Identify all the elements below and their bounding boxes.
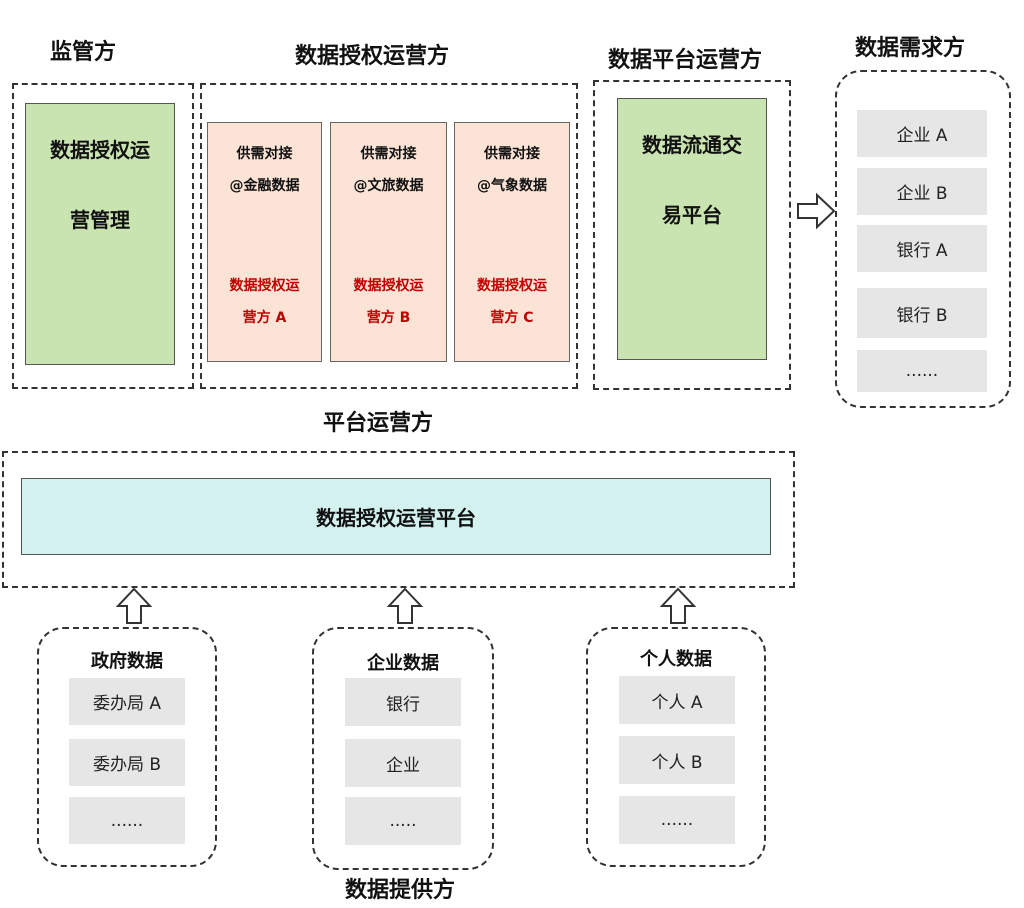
up-arrow-icon [115, 587, 153, 624]
exchange-platform-box: 数据流通交 易平台 [617, 98, 767, 360]
heading-platform-operator: 数据平台运营方 [608, 48, 763, 73]
provider-group-enterprise [312, 627, 494, 870]
provider-item: ...... [69, 797, 185, 844]
heading-demand-side: 数据需求方 [855, 36, 966, 61]
operator-a-red1: 数据授权运 [229, 278, 300, 294]
operator-b-red1: 数据授权运 [353, 278, 424, 294]
heading-authorization-operator: 数据授权运营方 [295, 44, 450, 69]
up-arrow-icon [386, 587, 424, 624]
authorization-platform-bar: 数据授权运营平台 [21, 478, 771, 555]
operator-c-red2: 营方 C [490, 310, 534, 326]
demand-item: ...... [857, 350, 987, 392]
provider-item: 委办局 A [69, 678, 185, 725]
provider-item: 银行 [345, 678, 461, 726]
heading-provider-side: 数据提供方 [345, 878, 456, 903]
provider-item: ...... [619, 796, 735, 844]
provider-item: ..... [345, 797, 461, 845]
operator-a-line2: @金融数据 [229, 178, 300, 194]
demand-item: 企业 B [857, 168, 987, 215]
provider-group-personal [586, 627, 766, 867]
platform-side-group [2, 451, 795, 588]
operator-card-a: 供需对接 @金融数据 数据授权运 营方 A [207, 122, 322, 362]
operator-c-red1: 数据授权运 [477, 278, 547, 294]
heading-regulator: 监管方 [50, 40, 117, 65]
operator-b-line1: 供需对接 [360, 146, 417, 162]
demand-item: 企业 A [857, 110, 987, 157]
demand-item: 银行 A [857, 225, 987, 272]
authorization-operator-group [200, 83, 578, 389]
platform-operator-group [593, 80, 791, 390]
operator-b-line2: @文旅数据 [353, 178, 424, 194]
exchange-box-line2: 易平台 [662, 203, 722, 227]
provider-title: 政府数据 [91, 651, 163, 672]
operator-a-line1: 供需对接 [236, 146, 293, 162]
provider-group-government [37, 627, 217, 867]
provider-item: 个人 A [619, 676, 735, 724]
up-arrow-icon [659, 587, 697, 624]
demand-item: 银行 B [857, 288, 987, 338]
operator-b-red2: 营方 B [366, 310, 411, 326]
provider-item: 企业 [345, 739, 461, 787]
operator-card-c: 供需对接 @气象数据 数据授权运 营方 C [454, 122, 570, 362]
operator-c-line1: 供需对接 [484, 146, 540, 162]
heading-platform-side: 平台运营方 [323, 411, 434, 436]
exchange-box-line1: 数据流通交 [642, 133, 742, 157]
regulator-box-line2: 营管理 [70, 208, 130, 232]
demand-side-group [835, 70, 1011, 408]
regulator-box: 数据授权运 营管理 [25, 103, 175, 365]
operator-card-b: 供需对接 @文旅数据 数据授权运 营方 B [330, 122, 447, 362]
provider-title: 企业数据 [367, 653, 439, 674]
regulator-group [12, 83, 194, 389]
regulator-box-line1: 数据授权运 [50, 138, 150, 162]
right-arrow-icon [797, 192, 836, 230]
provider-item: 委办局 B [69, 739, 185, 786]
operator-a-red2: 营方 A [242, 310, 287, 326]
provider-item: 个人 B [619, 736, 735, 784]
provider-title: 个人数据 [640, 649, 712, 670]
operator-c-line2: @气象数据 [477, 178, 547, 194]
